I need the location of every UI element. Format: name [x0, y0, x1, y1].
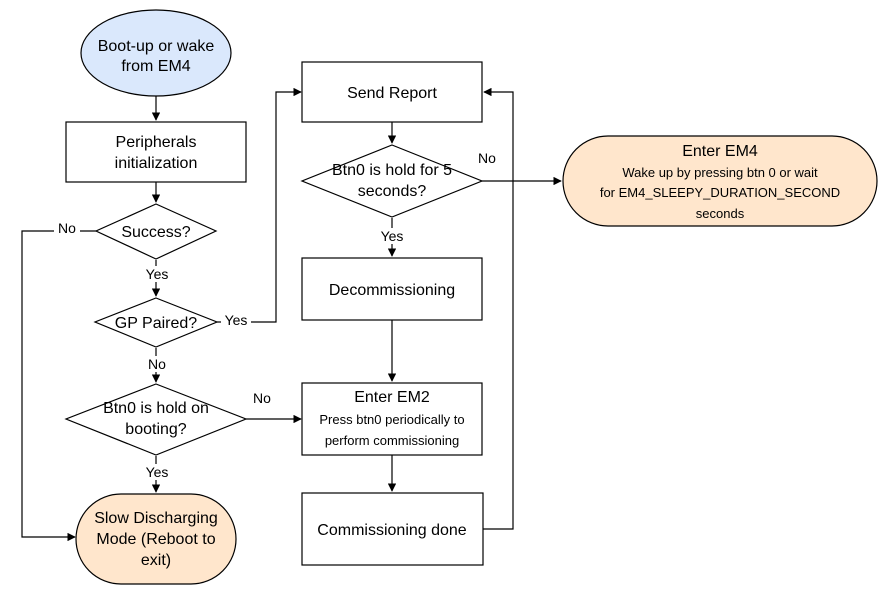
label-success-no: No: [58, 220, 76, 236]
node-peripherals: Peripherals initialization: [65, 121, 247, 183]
send-report-box: [301, 61, 483, 123]
node-send-report: Send Report: [301, 61, 483, 123]
btn0-booting-line-1: Btn0 is hold on: [103, 400, 209, 417]
gp-diamond: [93, 297, 219, 348]
gp-line-1: GP Paired?: [115, 315, 198, 332]
enter-em4-shape: [562, 135, 878, 227]
boot-line-2: from EM4: [121, 58, 190, 75]
btn0-booting-diamond: [64, 383, 248, 456]
slow-line-3: exit): [141, 552, 171, 569]
edge-success-no-to-slow: [21, 230, 96, 542]
node-commissioning-done: Commissioning done: [301, 492, 484, 566]
enter-em2-box: [301, 382, 483, 456]
success-line-1: Success?: [121, 224, 190, 241]
node-gp-paired: GP Paired?: [93, 297, 219, 348]
slow-line-1: Slow Discharging: [94, 510, 218, 527]
label-btn0-booting-yes: Yes: [146, 464, 169, 480]
em4-line-1: Wake up by pressing btn 0 or wait: [622, 165, 818, 180]
slow-discharging-shape: [75, 493, 237, 585]
edge-labels: No Yes Yes No No Yes No Yes: [54, 150, 496, 480]
commissioning-done-box: [301, 492, 484, 566]
label-hold5-no: No: [478, 150, 496, 166]
label-gp-yes: Yes: [225, 312, 248, 328]
btn0-booting-line-2: booting?: [125, 421, 186, 438]
success-diamond: [94, 203, 218, 260]
node-enter-em4: Enter EM4 Wake up by pressing btn 0 or w…: [562, 135, 878, 227]
hold5-line-2: seconds?: [358, 183, 427, 200]
decommissioning-line-1: Decommissioning: [329, 282, 455, 299]
em2-title: Enter EM2: [354, 389, 430, 406]
decommissioning-box: [301, 257, 483, 321]
em4-line-3: seconds: [696, 206, 745, 221]
boot-line-1: Boot-up or wake: [98, 38, 215, 55]
node-decommissioning: Decommissioning: [301, 257, 483, 321]
em4-title: Enter EM4: [682, 143, 758, 160]
label-success-yes: Yes: [146, 266, 169, 282]
slow-line-2: Mode (Reboot to: [96, 531, 215, 548]
peripherals-line-2: initialization: [115, 155, 198, 172]
label-btn0-booting-no: No: [253, 390, 271, 406]
peripherals-box: [65, 121, 247, 183]
node-btn0-booting: Btn0 is hold on booting?: [64, 383, 248, 456]
em2-line-2: perform commissioning: [325, 433, 459, 448]
label-gp-no: No: [148, 356, 166, 372]
em4-line-2: for EM4_SLEEPY_DURATION_SECOND: [600, 185, 840, 200]
start-ellipse: [80, 9, 232, 97]
em2-line-1: Press btn0 periodically to: [319, 412, 464, 427]
hold5-diamond: [300, 144, 484, 218]
label-hold5-yes: Yes: [381, 228, 404, 244]
node-boot: Boot-up or wake from EM4: [80, 9, 232, 97]
edge-done-to-send: [483, 87, 514, 530]
node-success: Success?: [94, 203, 218, 260]
hold5-line-1: Btn0 is hold for 5: [332, 162, 452, 179]
node-slow-discharging: Slow Discharging Mode (Reboot to exit): [75, 493, 237, 585]
node-btn0-hold5: Btn0 is hold for 5 seconds?: [300, 144, 484, 218]
send-report-line-1: Send Report: [347, 85, 437, 102]
done-line-1: Commissioning done: [317, 522, 467, 539]
peripherals-line-1: Peripherals: [116, 134, 197, 151]
node-enter-em2: Enter EM2 Press btn0 periodically to per…: [301, 382, 483, 456]
